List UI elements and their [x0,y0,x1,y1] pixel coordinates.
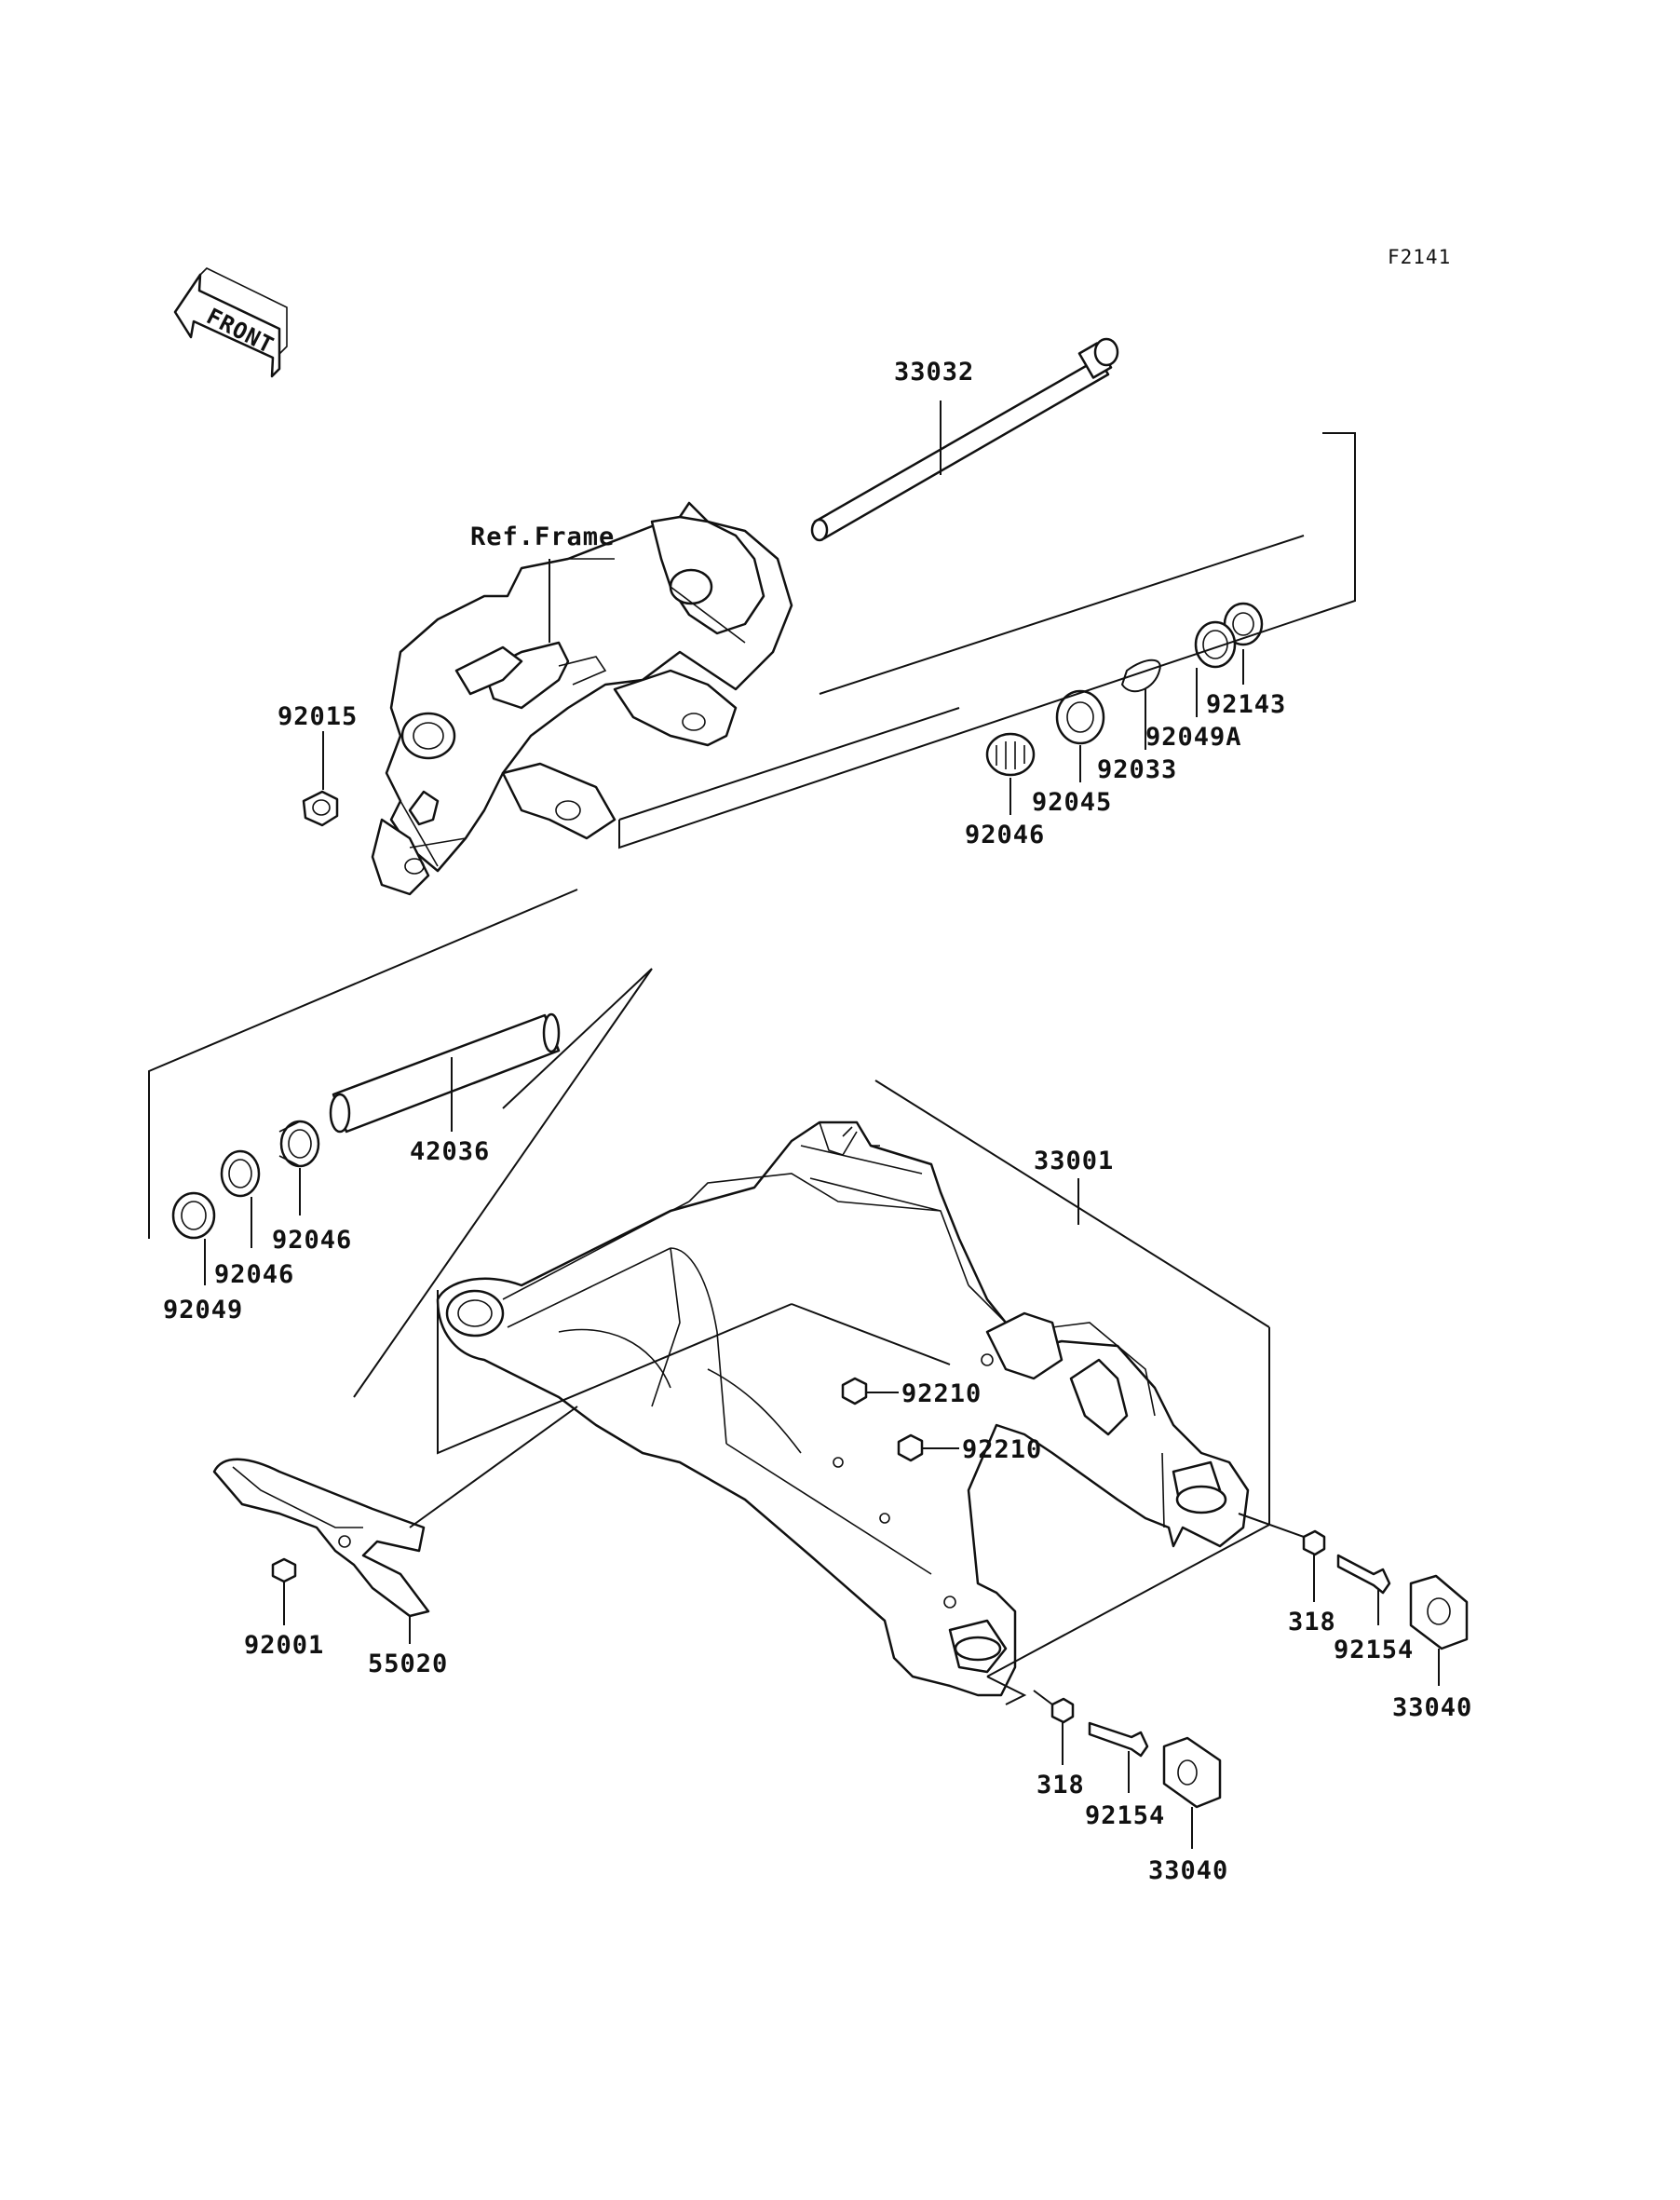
part-label-92143: 92143 [1206,690,1286,719]
callout-92210-a: 92210 [866,1379,982,1408]
pivot-shaft [810,337,1119,542]
callout-92049: 92049 [163,1239,243,1324]
callout-42036: 42036 [410,1057,490,1166]
part-label-92046-c: 92046 [214,1260,294,1289]
ref-frame-label: Ref.Frame [470,523,615,551]
part-label-92046-b: 92046 [272,1226,352,1255]
callout-33032: 33032 [894,358,974,475]
part-label-92154-a: 92154 [1334,1636,1414,1664]
adjuster-leaders [1033,1513,1305,1705]
bearing-set-left [171,1012,561,1240]
part-label-33032: 33032 [894,358,974,387]
part-label-33040-b: 33040 [1148,1856,1228,1885]
chain-guard [212,1458,430,1618]
part-label-33040-a: 33040 [1392,1693,1472,1722]
nut-92210-b [897,1433,924,1462]
callout-92045: 92045 [1032,745,1112,817]
nut-92210-a [841,1377,868,1406]
pivot-nut [302,790,339,827]
part-label-33001: 33001 [1034,1147,1114,1175]
part-label-92045: 92045 [1032,788,1112,817]
part-label-92001: 92001 [244,1631,324,1660]
part-label-92033: 92033 [1097,755,1177,784]
leader-box-top [618,432,1356,849]
part-label-92049A: 92049A [1145,723,1242,752]
callout-92046-b: 92046 [272,1168,352,1255]
callout-318-b: 318 [1036,1722,1085,1799]
leader-box-left [148,889,653,1398]
swingarm [436,1120,1250,1697]
part-label-92049: 92049 [163,1296,243,1324]
diagram-code: F2141 [1388,246,1451,268]
adjuster-set-b [1050,1697,1222,1809]
part-label-318-b: 318 [1036,1771,1085,1799]
part-label-55020: 55020 [368,1650,448,1678]
frame-reference [371,501,793,896]
callout-92210-b: 92210 [922,1435,1042,1464]
chain-guard-leader [409,1406,578,1528]
part-label-92210-a: 92210 [901,1379,982,1408]
bolt-92001 [271,1557,297,1583]
callout-33040-a: 33040 [1392,1649,1472,1722]
callout-92049A: 92049A [1145,668,1242,752]
part-label-92210-b: 92210 [962,1435,1042,1464]
part-label-92046-a: 92046 [965,821,1045,849]
callout-92015: 92015 [278,702,358,790]
callout-92154-a: 92154 [1334,1588,1414,1664]
callout-92001: 92001 [244,1582,324,1660]
part-label-92154-b: 92154 [1085,1801,1165,1830]
adjuster-set-a [1302,1529,1469,1650]
part-label-92015: 92015 [278,702,358,731]
front-arrow-icon: FRONT [173,267,288,378]
callout-92046-a: 92046 [965,778,1045,849]
callout-33040-b: 33040 [1148,1807,1228,1885]
callout-92033: 92033 [1097,689,1177,784]
callout-ref-frame: Ref.Frame [470,523,615,643]
callout-55020: 55020 [368,1616,448,1678]
part-label-318-a: 318 [1288,1608,1336,1636]
part-label-42036: 42036 [410,1137,490,1166]
callout-92143: 92143 [1206,649,1286,719]
callout-318-a: 318 [1288,1555,1336,1636]
callout-33001: 33001 [1034,1147,1114,1225]
callout-92154-b: 92154 [1085,1751,1165,1830]
callout-92046-c: 92046 [214,1197,294,1289]
